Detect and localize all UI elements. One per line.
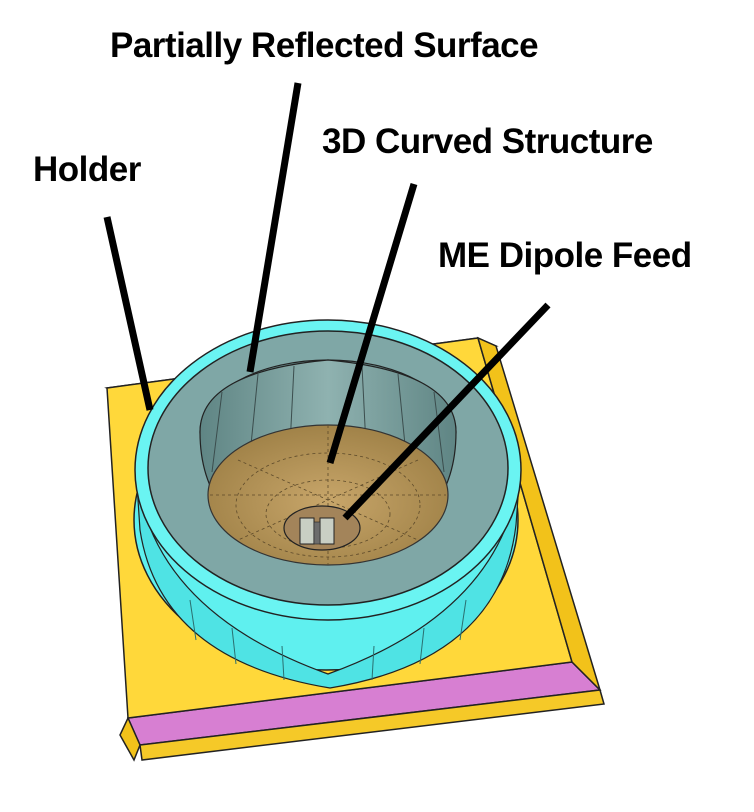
arrow-line-icon [326,182,418,465]
feed-line [313,521,321,545]
feed-element-right [319,517,335,545]
callout-arrows [103,82,551,521]
arrow-line-icon [342,302,551,521]
label-3d-curved-structure: 3D Curved Structure [322,122,653,161]
holder-facets [189,599,467,681]
arrow-line-icon [103,216,154,411]
label-partially-reflected-surface: Partially Reflected Surface [110,26,539,65]
label-holder: Holder [33,150,141,189]
label-me-dipole-feed: ME Dipole Feed [438,236,692,275]
feed-element-left [299,517,315,545]
substrate-side [119,716,141,762]
substrate-front-edge [139,689,605,761]
dipole-feed [283,505,361,551]
arrow-line-icon [246,82,302,373]
